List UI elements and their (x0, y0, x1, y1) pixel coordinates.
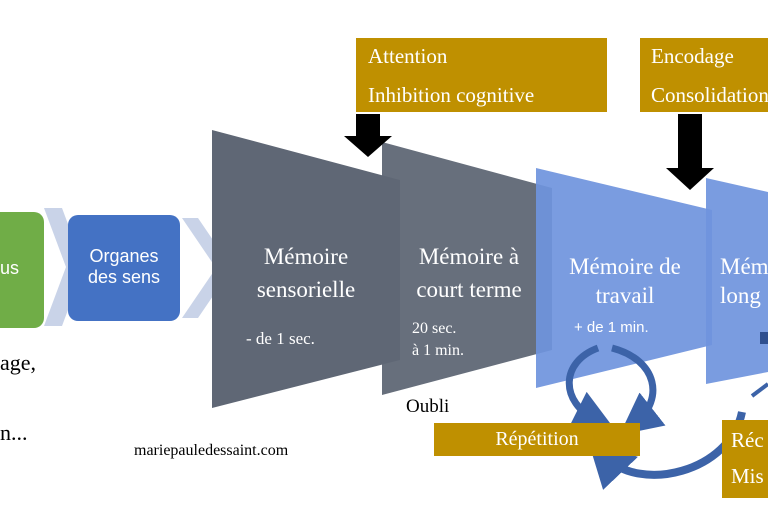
encodage-line1: Encodage (651, 44, 734, 68)
travail-line1: Mémoire de (569, 254, 681, 279)
court-terme-line1: Mémoire à (418, 244, 520, 269)
oubli-label: Oubli (406, 396, 450, 417)
long-terme-line1: Mém (720, 254, 768, 279)
encodage-box: Encodage Consolidation (640, 38, 768, 112)
attention-line2: Inhibition cognitive (368, 83, 535, 107)
attention-box: Attention Inhibition cognitive (356, 38, 607, 112)
right-gold-box: Réc Mis (722, 420, 768, 498)
sensorielle-line2: sensorielle (256, 277, 356, 302)
sensorielle-label: Mémoire sensorielle (220, 240, 392, 306)
attention-line1: Attention (368, 44, 448, 68)
repetition-label: Répétition (495, 428, 579, 450)
stage-long-terme (706, 178, 768, 384)
organes-line2: des sens (87, 267, 161, 287)
loop-arrow-right-icon (611, 344, 666, 435)
down-arrow-attention-icon (344, 114, 392, 157)
court-terme-duration-line1: 20 sec. (412, 320, 457, 337)
stage-travail (536, 168, 712, 388)
stage-court-terme (382, 142, 552, 395)
travail-line2: travail (595, 283, 655, 308)
travail-label: Mémoire de travail (548, 252, 702, 310)
repetition-box: Répétition (434, 423, 640, 456)
long-terme-line2: long (720, 283, 761, 308)
loop-arrow-right-stub-icon (750, 382, 768, 398)
input-green-box (0, 212, 44, 328)
right-box-line1: Réc (731, 428, 764, 452)
encodage-line2: Consolidation (651, 83, 768, 107)
right-box-line2: Mis (731, 464, 764, 488)
stage-sensorielle (212, 130, 400, 408)
organes-box (68, 215, 180, 321)
left-text-line2: n... (0, 420, 28, 445)
green-box-label: us (0, 258, 20, 278)
loop-arrow-left-icon (565, 344, 615, 430)
website-label: mariepauledessaint.com (134, 442, 289, 459)
down-arrow-encodage-icon (666, 114, 714, 190)
organes-line1: Organes (89, 246, 159, 266)
court-terme-label: Mémoire à court terme (392, 240, 546, 306)
court-terme-line2: court terme (416, 277, 522, 302)
court-terme-duration-line2: à 1 min. (412, 342, 464, 359)
organes-label: Organes des sens (68, 246, 180, 288)
sensorielle-line1: Mémoire (263, 244, 349, 269)
travail-duration: + de 1 min. (574, 319, 649, 336)
court-terme-duration: 20 sec. à 1 min. (412, 318, 464, 362)
left-text-line1: age, (0, 350, 37, 375)
long-terme-arrow-stub (760, 332, 768, 344)
long-terme-label: Mém long (720, 252, 768, 310)
sensorielle-duration: - de 1 sec. (246, 329, 315, 348)
